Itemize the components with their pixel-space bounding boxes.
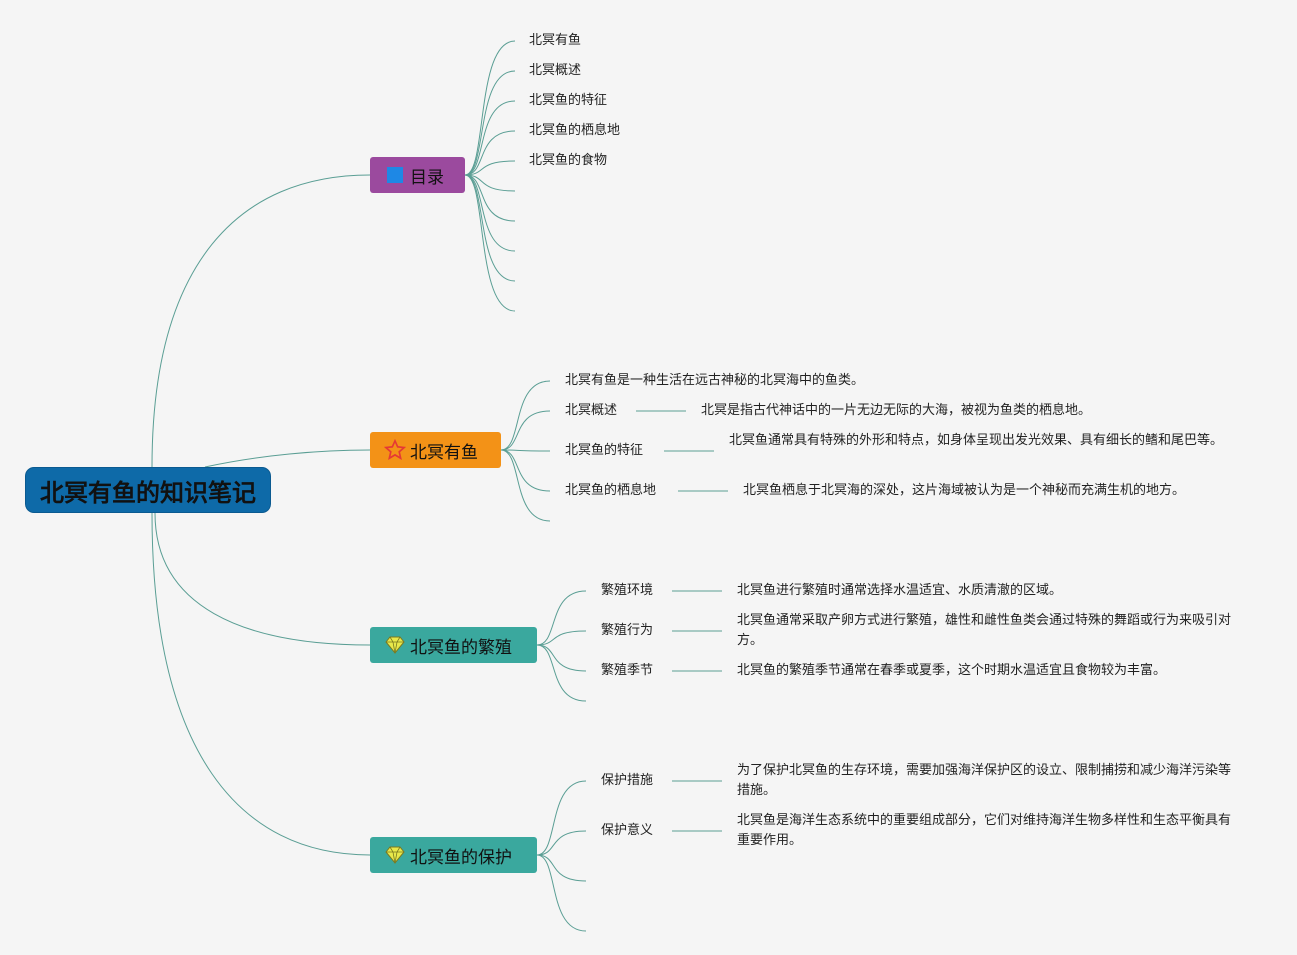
toc-item-link <box>464 130 516 176</box>
root-to-breeding-link <box>154 512 371 646</box>
square-icon <box>384 164 406 186</box>
branch-label: 北冥鱼的保护 <box>410 847 512 868</box>
topic-link <box>500 380 551 451</box>
topic-link <box>500 410 551 451</box>
branch-intro[interactable]: 北冥有鱼 <box>370 432 501 468</box>
topic-description: 为了保护北冥鱼的生存环境，需要加强海洋保护区的设立、限制捕捞和减少海洋污染等措施… <box>737 763 1232 798</box>
branch-label: 北冥鱼的繁殖 <box>410 637 512 658</box>
toc-item-link <box>464 174 516 252</box>
topic-link <box>536 644 587 702</box>
root-to-protection-link <box>151 512 371 856</box>
topic-label[interactable]: 北冥鱼的栖息地 <box>565 483 657 498</box>
toc-item[interactable]: 北冥有鱼 <box>529 33 582 48</box>
topic-description: 北冥鱼进行繁殖时通常选择水温适宜、水质清澈的区域。 <box>737 583 1063 598</box>
topic-label[interactable]: 保护措施 <box>601 773 654 788</box>
toc-item[interactable]: 北冥鱼的食物 <box>529 153 608 168</box>
branch-label: 目录 <box>410 167 444 188</box>
toc-item-link <box>464 100 516 176</box>
star-icon <box>384 439 406 461</box>
topic-link <box>536 854 587 932</box>
topic-link <box>536 830 587 856</box>
toc-item-link <box>464 174 516 222</box>
topic-link <box>536 854 587 882</box>
branch-protection[interactable]: 北冥鱼的保护 <box>370 837 537 873</box>
topic-link <box>536 780 587 856</box>
topic-link <box>536 630 587 646</box>
topic-label[interactable]: 保护意义 <box>601 823 654 838</box>
diamond-icon <box>384 634 406 656</box>
toc-item-link <box>464 70 516 176</box>
topic-description: 北冥鱼栖息于北冥海的深处，这片海域被认为是一个神秘而充满生机的地方。 <box>743 483 1186 498</box>
topic-description: 北冥鱼是海洋生态系统中的重要组成部分，它们对维持海洋生物多样性和生态平衡具有重要… <box>737 813 1232 848</box>
toc-item-link <box>464 160 516 176</box>
root-to-intro-link <box>204 449 371 468</box>
diamond-icon <box>384 844 406 866</box>
root-node[interactable]: 北冥有鱼的知识笔记 <box>25 467 271 513</box>
topic-label[interactable]: 北冥有鱼是一种生活在远古神秘的北冥海中的鱼类。 <box>565 373 865 388</box>
topic-description: 北冥鱼通常采取产卵方式进行繁殖，雄性和雌性鱼类会通过特殊的舞蹈或行为来吸引对方。 <box>737 613 1232 648</box>
branch-breeding[interactable]: 北冥鱼的繁殖 <box>370 627 537 663</box>
topic-link <box>500 449 551 452</box>
topic-description: 北冥鱼的繁殖季节通常在春季或夏季，这个时期水温适宜且食物较为丰富。 <box>737 663 1167 678</box>
topic-label[interactable]: 北冥鱼的特征 <box>565 443 644 458</box>
topic-link <box>500 449 551 492</box>
branch-toc[interactable]: 目录 <box>370 157 465 193</box>
branch-label: 北冥有鱼 <box>410 442 478 463</box>
topic-link <box>536 644 587 672</box>
topic-label[interactable]: 北冥概述 <box>565 403 618 418</box>
topic-label[interactable]: 繁殖季节 <box>601 663 654 678</box>
toc-item-link <box>464 40 516 176</box>
topic-link <box>500 449 551 522</box>
toc-item[interactable]: 北冥鱼的特征 <box>529 93 608 108</box>
root-label: 北冥有鱼的知识笔记 <box>40 478 256 507</box>
root-to-toc-link <box>151 174 371 468</box>
toc-item-link <box>464 174 516 192</box>
toc-item[interactable]: 北冥概述 <box>529 63 582 78</box>
topic-link <box>536 590 587 646</box>
topic-description: 北冥是指古代神话中的一片无边无际的大海，被视为鱼类的栖息地。 <box>701 403 1092 418</box>
toc-item-link <box>464 174 516 312</box>
topic-description: 北冥鱼通常具有特殊的外形和特点，如身体呈现出发光效果、具有细长的鳍和尾巴等。 <box>729 433 1224 448</box>
topic-label[interactable]: 繁殖环境 <box>601 583 654 598</box>
topic-label[interactable]: 繁殖行为 <box>601 623 654 638</box>
toc-item[interactable]: 北冥鱼的栖息地 <box>529 123 621 138</box>
